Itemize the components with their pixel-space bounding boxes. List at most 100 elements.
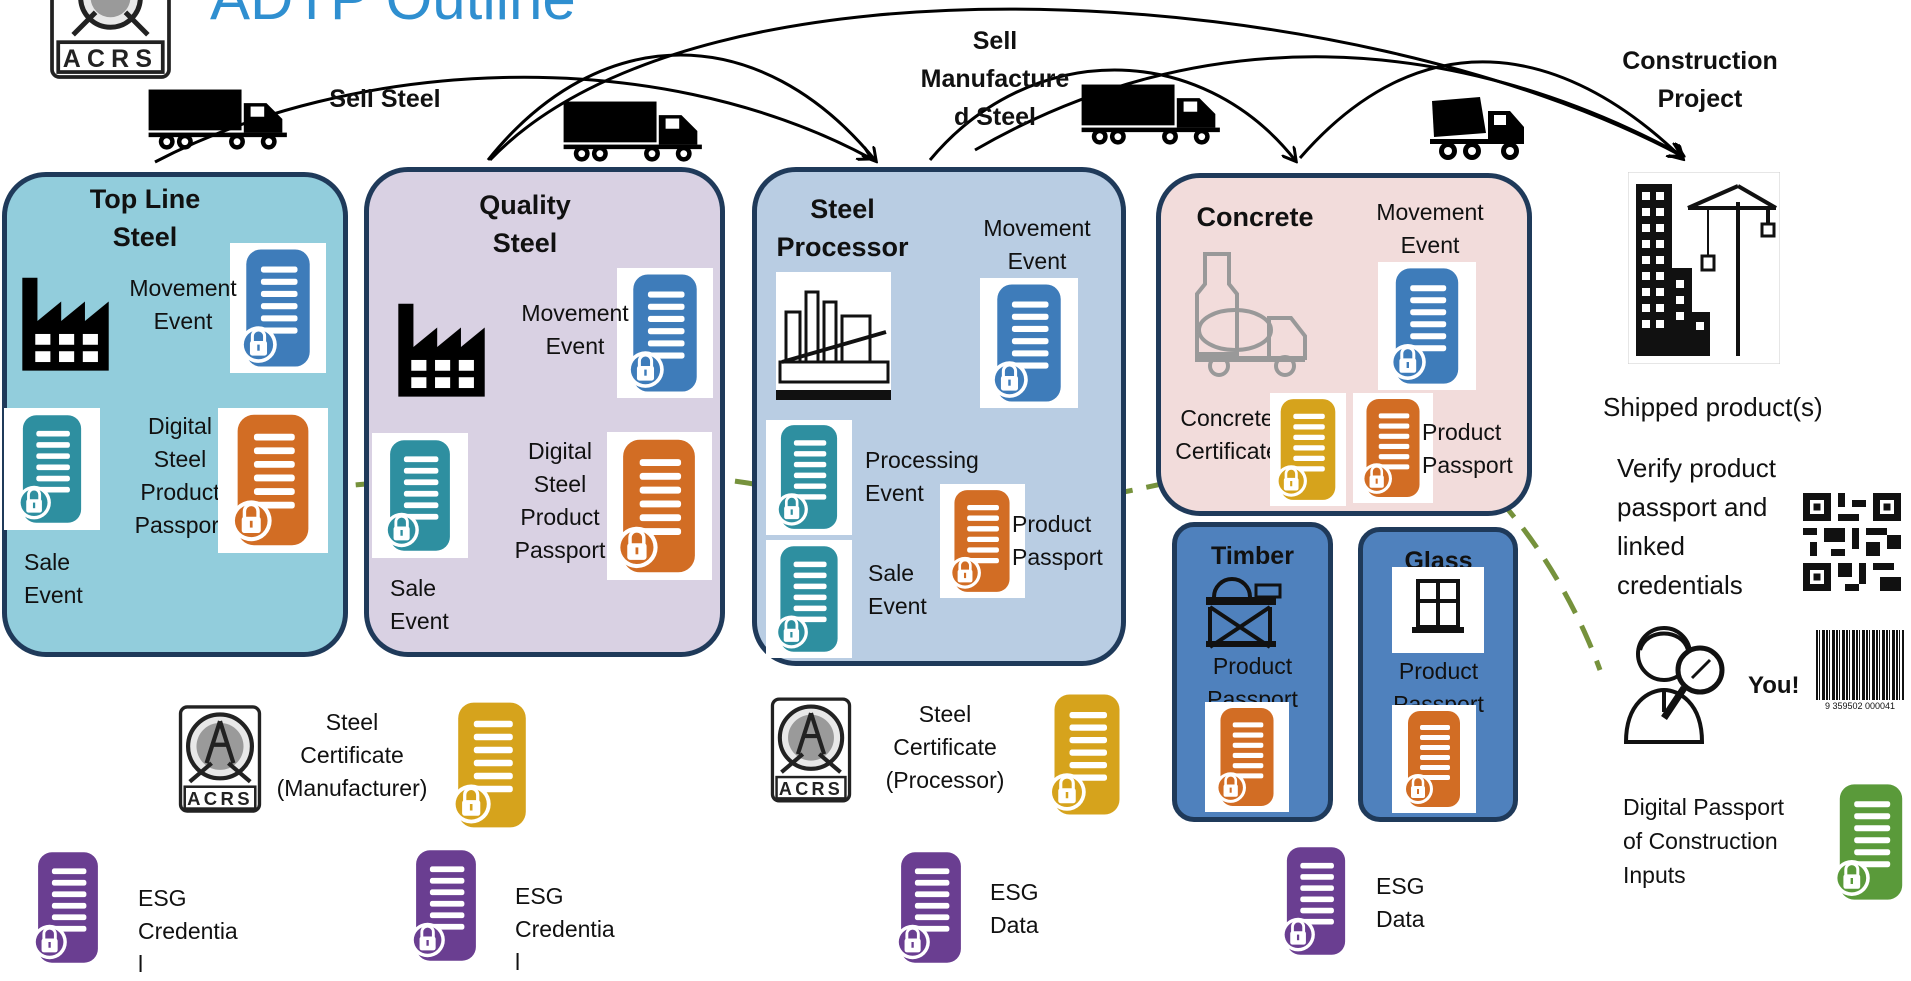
- label-line: Steel: [153, 446, 207, 472]
- label-line: Product: [1012, 511, 1092, 537]
- label-line: Steel: [918, 701, 972, 727]
- esg-label: ESG Data: [990, 876, 1110, 942]
- cement-mixer-icon: [1428, 93, 1528, 166]
- certificate-doc: [452, 700, 532, 835]
- arrow-processor-to-construction: [974, 55, 1682, 155]
- label-line: Credentia: [515, 916, 615, 942]
- movement-event-label: Movement Event: [962, 212, 1112, 278]
- sale-event-label: Sale Event: [390, 572, 480, 638]
- label-line: Event: [1007, 248, 1067, 274]
- doc-icon: [223, 412, 323, 548]
- doc-icon: [943, 488, 1021, 594]
- label-line: Sale: [24, 549, 71, 575]
- construction-project-label: Construction Project: [1595, 42, 1805, 118]
- label-line: Data: [1376, 906, 1425, 932]
- doc-icon: [376, 438, 464, 553]
- panel-title-line: Quality: [479, 190, 571, 220]
- label-line: Digital Passport: [1623, 794, 1785, 820]
- factory-icon: [394, 288, 502, 411]
- barcode[interactable]: 9 359502 000041: [1814, 630, 1906, 714]
- panel-title-line: Steel: [810, 194, 875, 224]
- doc-icon: [769, 423, 849, 531]
- barcode-bars: [1816, 630, 1904, 700]
- label-line: Steel: [325, 709, 379, 735]
- label-line: ESG: [515, 883, 564, 909]
- label-line: Passport: [1422, 452, 1513, 478]
- label-line: Passport: [1012, 544, 1103, 570]
- inspector-icon: [1620, 614, 1732, 751]
- qr-code-icon[interactable]: [1803, 490, 1901, 599]
- digital-passport-label: Digital Passport of Construction Inputs: [1623, 790, 1823, 892]
- doc-icon: [611, 437, 707, 575]
- certificate-label: Concrete Certificate: [1162, 402, 1292, 468]
- acrs-logo-icon: [178, 693, 262, 830]
- movement-event-doc: [1378, 262, 1476, 390]
- processing-event-label: Processing Event: [865, 444, 1005, 510]
- panel-title: Steel Processor: [770, 190, 915, 266]
- you-label: You!: [1748, 672, 1800, 699]
- passport-label: Product Passport: [1012, 508, 1122, 574]
- construction-project-line: Project: [1657, 85, 1743, 113]
- sawmill-icon: [1200, 575, 1292, 655]
- panel-title: Timber: [1211, 542, 1294, 570]
- label-line: passport and: [1617, 492, 1768, 522]
- cement-truck-icon: [1185, 248, 1315, 383]
- movement-event-doc: [617, 268, 713, 398]
- label-line: (Manufacturer): [276, 775, 428, 801]
- doc-icon: [1357, 397, 1429, 499]
- construction-project-line: Construction: [1622, 47, 1778, 75]
- label-line: Event: [868, 593, 927, 619]
- doc-icon: [1273, 397, 1343, 502]
- window-icon: [1392, 567, 1484, 653]
- movement-event-label: Movement Event: [1360, 196, 1500, 262]
- label-line: Event: [153, 308, 213, 334]
- label-line: l: [138, 951, 144, 977]
- sale-event-doc: [372, 433, 468, 558]
- panel-title-line: Steel: [492, 228, 558, 258]
- label-line: of Construction: [1623, 828, 1778, 854]
- sell-manufactured-line: d Steel: [954, 103, 1036, 131]
- label-line: Digital: [528, 438, 592, 464]
- label-line: Event: [1400, 232, 1460, 258]
- factory-icon: [18, 262, 126, 385]
- panel-title-line: Steel: [112, 222, 178, 252]
- label-line: Credentia: [138, 918, 238, 944]
- label-line: Sale: [868, 560, 915, 586]
- panel-title-line: Processor: [776, 232, 909, 262]
- label-line: Event: [865, 480, 924, 506]
- plant-icon: [776, 272, 891, 400]
- shipped-label: Shipped product(s): [1603, 392, 1823, 422]
- label-line: credentials: [1617, 570, 1743, 600]
- page-title: ADTP Outline: [210, 0, 576, 33]
- sale-event-label: Sale Event: [868, 557, 958, 623]
- label-line: linked: [1617, 531, 1685, 561]
- doc-icon: [1396, 709, 1472, 809]
- label-line: l: [515, 949, 521, 975]
- label-line: ESG: [138, 885, 187, 911]
- panel-title: Concrete: [1196, 202, 1314, 232]
- doc-icon: [8, 413, 96, 525]
- label-line: Certificate: [893, 734, 997, 760]
- passport-doc: [218, 408, 328, 553]
- arrow-processor-to-concrete: [928, 68, 1295, 160]
- arrow-quality-to-processor: [486, 53, 875, 160]
- passport-doc: [1353, 393, 1433, 503]
- passport-doc: [1392, 705, 1476, 813]
- label-line: Product: [1422, 419, 1502, 445]
- panel-title: Top Line Steel: [60, 180, 230, 256]
- sale-event-label: Sale Event: [24, 546, 114, 612]
- label-line: Event: [390, 608, 449, 634]
- certificate-doc: [1046, 692, 1128, 822]
- building-crane-icon: [1627, 171, 1781, 369]
- doc-icon: [1382, 266, 1472, 386]
- acrs-logo-icon: [770, 686, 852, 819]
- sell-manufactured-line: Sell: [972, 27, 1018, 55]
- label-line: Certificate: [300, 742, 404, 768]
- label-line: Verify product: [1617, 453, 1776, 483]
- panel-title-line: Top Line: [89, 184, 201, 214]
- passport-doc: [1205, 702, 1289, 812]
- label-line: Event: [24, 582, 83, 608]
- esg-doc: [1280, 845, 1352, 962]
- esg-doc: [410, 848, 482, 968]
- movement-event-label: Movement Event: [118, 272, 248, 338]
